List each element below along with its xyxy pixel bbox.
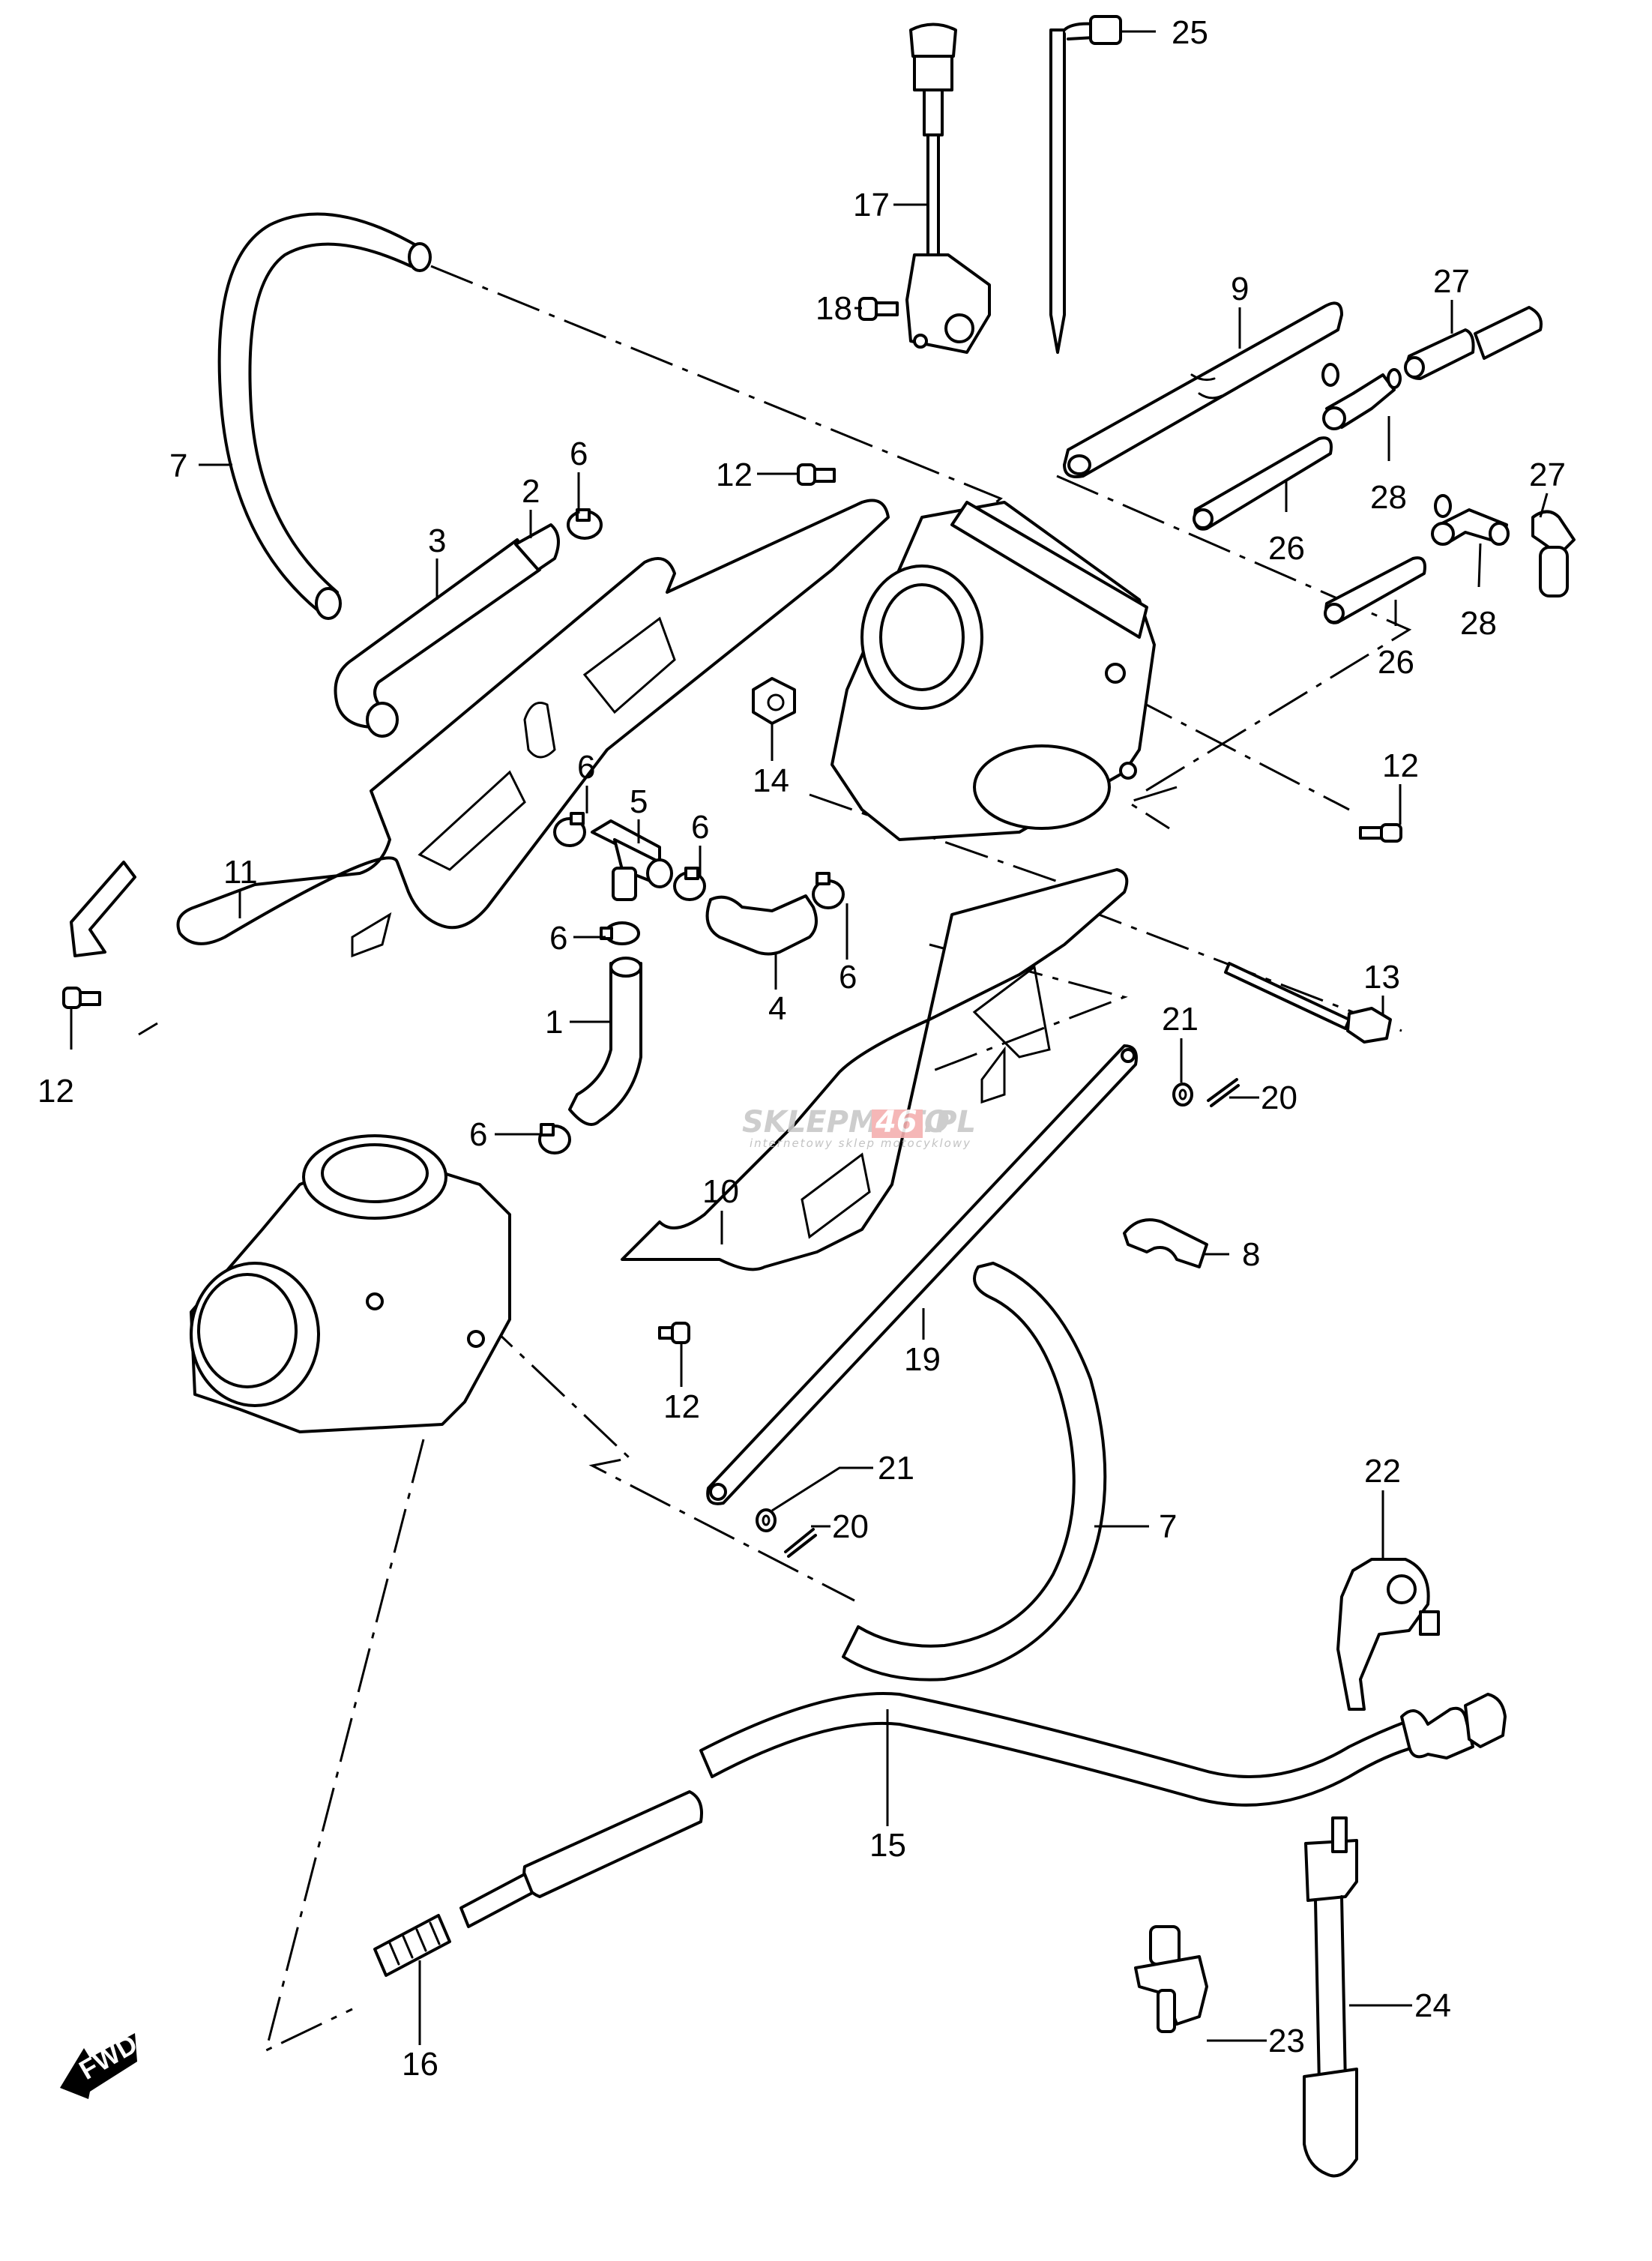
callout-23: 23 xyxy=(1268,2023,1305,2059)
part-21-washer[interactable] xyxy=(1172,1083,1193,1107)
callout-6e: 6 xyxy=(839,959,857,996)
watermark: SKLEPMOTO 46 .PL internetowy sklep motoc… xyxy=(742,1105,976,1150)
callout-20a: 20 xyxy=(1261,1080,1297,1116)
callout-18: 18 xyxy=(816,290,852,327)
callout-21b: 21 xyxy=(878,1450,914,1487)
part-13-bolt[interactable] xyxy=(1224,962,1392,1044)
callout-1: 1 xyxy=(545,1004,563,1041)
throttle-body-upper[interactable] xyxy=(830,501,1156,841)
watermark-tagline: internetowy sklep motocyklowy xyxy=(750,1136,971,1150)
callout-2: 2 xyxy=(522,473,540,510)
part-1-hose[interactable] xyxy=(568,957,642,1126)
part-6-clamp[interactable] xyxy=(673,867,706,901)
part-19-rod[interactable] xyxy=(706,1044,1138,1505)
part-7-hose-upper[interactable] xyxy=(217,212,432,620)
callout-9: 9 xyxy=(1231,271,1249,307)
callout-7a: 7 xyxy=(169,448,187,484)
callout-26b: 26 xyxy=(1378,644,1414,681)
part-6-clamp[interactable] xyxy=(600,921,640,945)
callout-19: 19 xyxy=(904,1341,941,1378)
part-9-hose[interactable] xyxy=(1063,301,1343,478)
part-12-screw[interactable] xyxy=(658,1322,690,1344)
part-15-cable[interactable] xyxy=(459,1691,1507,1928)
part-2-fitting[interactable] xyxy=(514,523,560,571)
fwd-arrow-icon: FWD xyxy=(60,2028,142,2099)
callout-28a: 28 xyxy=(1370,479,1407,516)
part-12-screw[interactable] xyxy=(1359,823,1402,843)
callout-26a: 26 xyxy=(1268,530,1305,567)
callout-12b: 12 xyxy=(1382,747,1419,784)
callout-6f: 6 xyxy=(469,1116,487,1153)
part-3-hose[interactable] xyxy=(334,538,541,738)
part-17-throttle-sensor[interactable] xyxy=(905,22,991,354)
part-11-bracket[interactable] xyxy=(70,499,890,958)
watermark-brand-number: 46 xyxy=(875,1105,917,1139)
watermark-badge xyxy=(872,1110,923,1138)
part-27-hose[interactable] xyxy=(1404,306,1543,380)
callout-13: 13 xyxy=(1363,959,1400,996)
part-6-clamp[interactable] xyxy=(812,872,845,909)
part-14-nut[interactable] xyxy=(752,677,796,725)
callout-22: 22 xyxy=(1364,1453,1401,1490)
callout-25: 25 xyxy=(1172,14,1208,51)
callout-20b: 20 xyxy=(832,1508,869,1545)
callout-28b: 28 xyxy=(1460,605,1497,642)
part-5-t-joint[interactable] xyxy=(591,819,673,901)
part-26-hose[interactable] xyxy=(1193,436,1333,531)
part-12-screw[interactable] xyxy=(62,987,101,1009)
part-16-spring[interactable] xyxy=(373,1914,451,1977)
callout-15: 15 xyxy=(869,1827,906,1864)
callout-16: 16 xyxy=(402,2046,438,2083)
callout-3: 3 xyxy=(428,523,446,559)
part-7-hose-lower[interactable] xyxy=(842,1262,1107,1682)
callout-5: 5 xyxy=(630,783,648,820)
part-21-washer[interactable] xyxy=(756,1508,777,1532)
part-20-cotter-pin[interactable] xyxy=(1207,1078,1240,1107)
part-27-hose[interactable] xyxy=(1531,510,1576,597)
watermark-brand-right: .PL xyxy=(923,1105,976,1139)
part-8-clamp[interactable] xyxy=(1123,1218,1208,1268)
part-4-hose[interactable] xyxy=(705,894,818,956)
callout-21a: 21 xyxy=(1162,1001,1199,1038)
callout-12a: 12 xyxy=(716,457,753,493)
callout-24: 24 xyxy=(1414,1987,1451,2024)
throttle-body-lower[interactable] xyxy=(190,1134,511,1433)
callout-6d: 6 xyxy=(549,920,567,957)
part-23-switch[interactable] xyxy=(1134,1925,1208,2033)
callout-12c: 12 xyxy=(37,1073,74,1110)
part-6-clamp[interactable] xyxy=(567,508,603,540)
callout-11: 11 xyxy=(223,854,258,891)
callout-labels: 25 17 18 9 27 28 27 28 26 26 7 6 2 3 12 … xyxy=(37,14,1566,2083)
part-22-cable-holder[interactable] xyxy=(1336,1558,1440,1711)
callout-17: 17 xyxy=(853,187,890,223)
callout-6c: 6 xyxy=(691,809,709,846)
callout-6b: 6 xyxy=(577,749,595,786)
part-12-screw[interactable] xyxy=(797,463,836,486)
callout-6a: 6 xyxy=(570,436,588,472)
part-6-clamp[interactable] xyxy=(553,812,586,847)
callout-27a: 27 xyxy=(1433,263,1470,300)
callout-27b: 27 xyxy=(1529,457,1566,493)
leader-lines xyxy=(70,30,1549,2045)
part-26-hose[interactable] xyxy=(1324,556,1426,624)
part-25-tube[interactable] xyxy=(1049,15,1122,354)
part-18-screw[interactable] xyxy=(858,297,899,321)
part-20-cotter-pin[interactable] xyxy=(784,1528,817,1558)
callout-10: 10 xyxy=(702,1173,739,1210)
part-28-t-joint[interactable] xyxy=(1321,363,1402,430)
part-24-lead-wire[interactable] xyxy=(1303,1816,1358,2178)
callout-12d: 12 xyxy=(663,1388,700,1425)
part-28-t-joint[interactable] xyxy=(1431,494,1510,546)
part-10-bracket[interactable] xyxy=(621,868,1129,1271)
callout-4: 4 xyxy=(768,990,786,1027)
callout-8: 8 xyxy=(1242,1236,1260,1273)
callout-14: 14 xyxy=(753,762,789,799)
callout-7b: 7 xyxy=(1159,1508,1177,1545)
part-6-clamp[interactable] xyxy=(538,1123,571,1154)
